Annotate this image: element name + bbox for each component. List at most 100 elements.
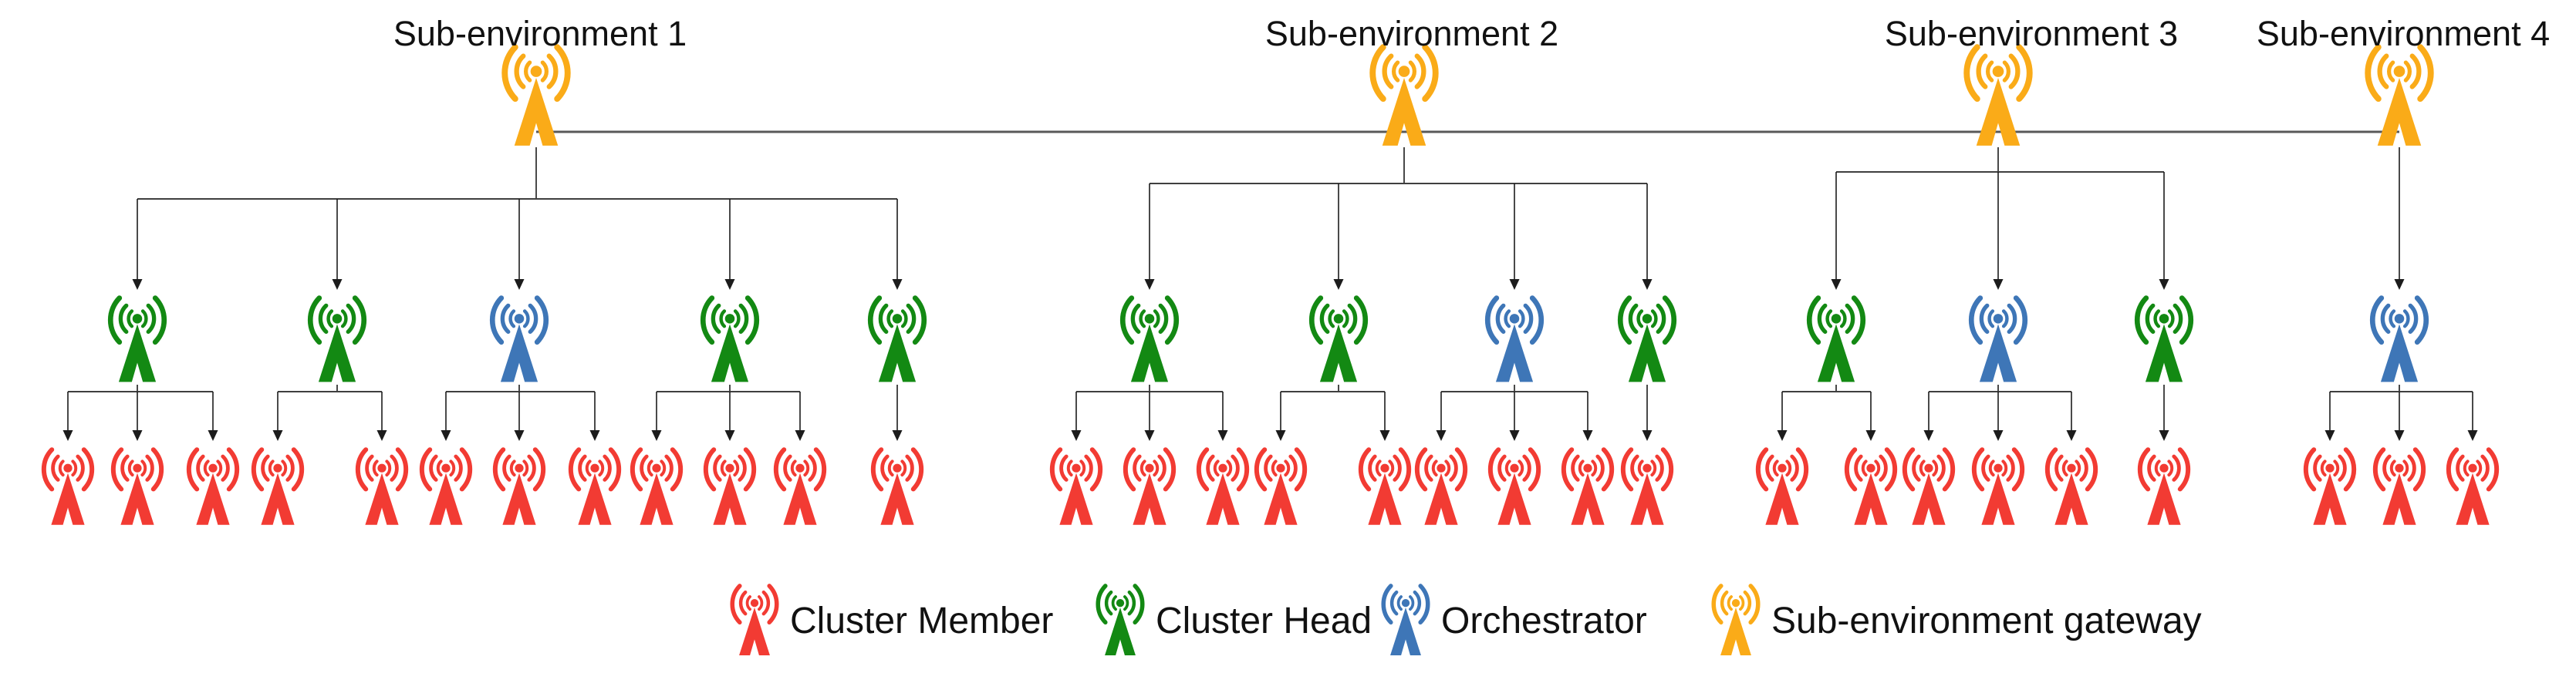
cluster-head-icon — [1092, 584, 1149, 658]
cluster-member-icon — [1417, 449, 1465, 525]
head-to-member-arrowhead-icon — [1144, 430, 1155, 441]
head-to-member-arrowhead-icon — [1642, 430, 1653, 441]
head-to-member-arrowhead-icon — [1071, 430, 1082, 441]
cluster-member-icon — [1199, 449, 1247, 525]
gateway-to-head-arrowhead-icon — [892, 279, 903, 290]
head-to-member-arrowhead-icon — [1379, 430, 1390, 441]
cluster-member-icon — [2306, 449, 2354, 525]
cluster-member-icon — [706, 449, 754, 525]
cluster-member-icon — [1905, 449, 1953, 525]
gateway-to-head-arrowhead-icon — [724, 279, 735, 290]
cluster-member-icon — [2375, 449, 2423, 525]
cluster-head-icon — [1620, 298, 1674, 382]
legend-item-cluster-head: Cluster Head — [1092, 584, 1372, 658]
cluster-member-icon — [1758, 449, 1806, 525]
gateway-to-head-arrowhead-icon — [2394, 279, 2405, 290]
cluster-member-icon — [1491, 449, 1538, 525]
head-to-member-arrowhead-icon — [1777, 430, 1788, 441]
gateway-to-head-arrowhead-icon — [332, 279, 343, 290]
cluster-member-icon — [1052, 449, 1100, 525]
gateway-to-head-arrowhead-icon — [1831, 279, 1842, 290]
legend-label: Cluster Head — [1156, 600, 1372, 641]
head-to-member-arrowhead-icon — [1275, 430, 1286, 441]
head-to-member-arrowhead-icon — [2324, 430, 2335, 441]
cluster-head-icon — [110, 298, 164, 382]
head-to-member-arrowhead-icon — [2066, 430, 2077, 441]
cluster-member-icon — [1847, 449, 1895, 525]
cluster-head-icon — [1123, 298, 1177, 382]
cluster-head-icon — [703, 298, 757, 382]
head-to-member-arrowhead-icon — [651, 430, 662, 441]
cluster-member-icon — [1564, 449, 1612, 525]
legend-label: Orchestrator — [1441, 600, 1647, 641]
cluster-member-icon — [1257, 449, 1305, 525]
cluster-member-icon — [633, 449, 680, 525]
orchestrator-icon — [492, 298, 546, 382]
head-to-member-arrowhead-icon — [892, 430, 903, 441]
cluster-member-icon — [358, 449, 406, 525]
head-to-member-arrowhead-icon — [1217, 430, 1228, 441]
gateway-to-head-arrowhead-icon — [1333, 279, 1344, 290]
head-to-member-arrowhead-icon — [1993, 430, 2004, 441]
orchestrator-icon — [1487, 298, 1541, 382]
cluster-member-icon — [44, 449, 92, 525]
orchestrator-icon — [1377, 584, 1434, 658]
cluster-member-icon — [1974, 449, 2022, 525]
cluster-member-icon — [873, 449, 921, 525]
cluster-member-icon — [571, 449, 619, 525]
cluster-member-icon — [726, 584, 783, 658]
cluster-head-icon — [1809, 298, 1863, 382]
head-to-member-arrowhead-icon — [2159, 430, 2169, 441]
head-to-member-arrowhead-icon — [514, 430, 525, 441]
cluster-member-icon — [189, 449, 237, 525]
gateway-to-head-arrowhead-icon — [2159, 279, 2169, 290]
cluster-member-icon — [1623, 449, 1671, 525]
cluster-head-icon — [310, 298, 364, 382]
cluster-head-icon — [2137, 298, 2191, 382]
orchestrator-icon — [2372, 298, 2426, 382]
gateway-to-head-arrowhead-icon — [1144, 279, 1155, 290]
head-to-member-arrowhead-icon — [62, 430, 73, 441]
cluster-member-icon — [422, 449, 470, 525]
orchestrator-icon — [1971, 298, 2025, 382]
cluster-member-icon — [1126, 449, 1173, 525]
head-to-member-arrowhead-icon — [1509, 430, 1520, 441]
gateway-to-head-arrowhead-icon — [1993, 279, 2004, 290]
head-to-member-arrowhead-icon — [724, 430, 735, 441]
head-to-member-arrowhead-icon — [1865, 430, 1876, 441]
head-to-member-arrowhead-icon — [589, 430, 600, 441]
sub-environment-label: Sub-environment 1 — [393, 14, 687, 53]
cluster-member-icon — [1361, 449, 1409, 525]
cluster-head-icon — [870, 298, 924, 382]
legend-item-gateway: Sub-environment gateway — [1707, 584, 2202, 658]
head-to-member-arrowhead-icon — [208, 430, 218, 441]
gateway-to-head-arrowhead-icon — [1509, 279, 1520, 290]
head-to-member-arrowhead-icon — [2467, 430, 2478, 441]
cluster-head-icon — [1312, 298, 1366, 382]
legend-item-cluster-member: Cluster Member — [726, 584, 1053, 658]
cluster-member-icon — [495, 449, 543, 525]
head-to-member-arrowhead-icon — [441, 430, 451, 441]
gateway-icon — [1707, 584, 1764, 658]
legend-label: Cluster Member — [790, 600, 1054, 641]
legend-label: Sub-environment gateway — [1771, 600, 2202, 641]
head-to-member-arrowhead-icon — [272, 430, 283, 441]
cluster-member-icon — [2048, 449, 2095, 525]
head-to-member-arrowhead-icon — [132, 430, 143, 441]
legend-item-orchestrator: Orchestrator — [1377, 584, 1647, 658]
head-to-member-arrowhead-icon — [2394, 430, 2405, 441]
head-to-member-arrowhead-icon — [1582, 430, 1593, 441]
cluster-member-icon — [776, 449, 824, 525]
head-to-member-arrowhead-icon — [1436, 430, 1447, 441]
head-to-member-arrowhead-icon — [1923, 430, 1934, 441]
gateway-to-head-arrowhead-icon — [514, 279, 525, 290]
gateway-to-head-arrowhead-icon — [132, 279, 143, 290]
cluster-member-icon — [254, 449, 302, 525]
cluster-member-icon — [113, 449, 161, 525]
sub-environment-label: Sub-environment 2 — [1264, 14, 1559, 53]
head-to-member-arrowhead-icon — [376, 430, 387, 441]
cluster-member-icon — [2140, 449, 2188, 525]
sub-environment-label: Sub-environment 4 — [2256, 14, 2551, 53]
